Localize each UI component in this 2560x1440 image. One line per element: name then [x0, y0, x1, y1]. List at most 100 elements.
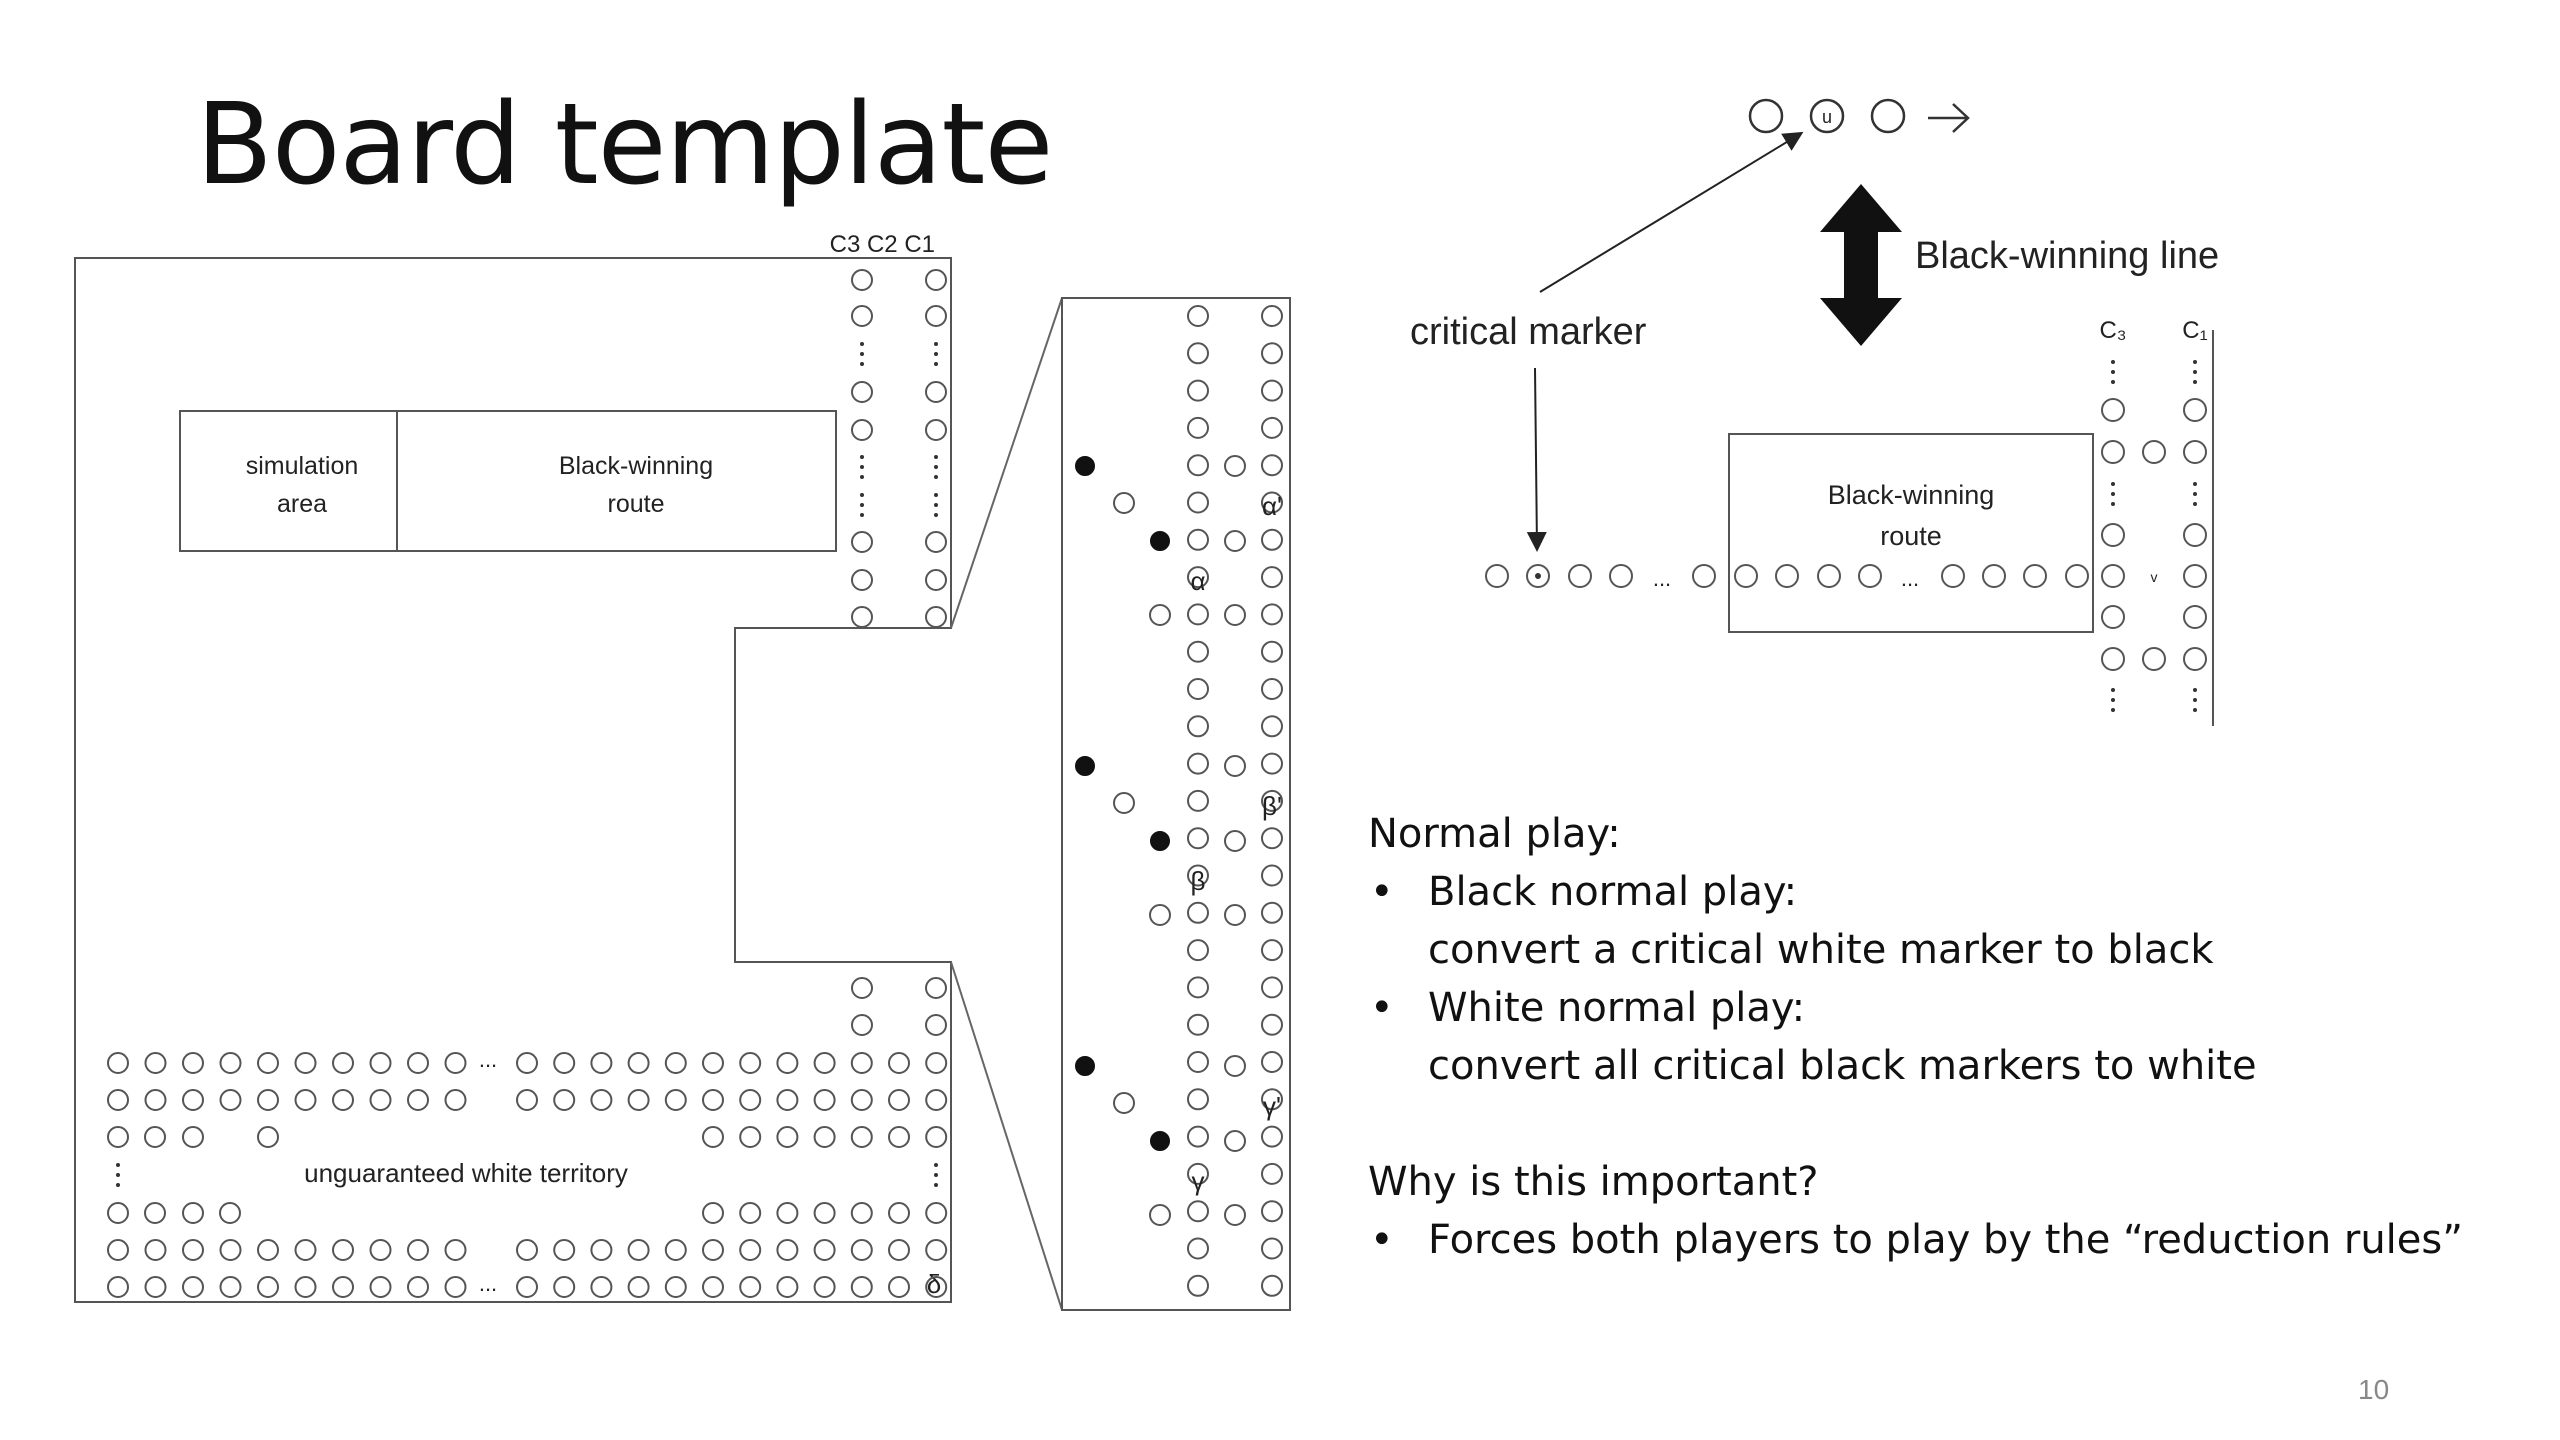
white-marker: [2183, 440, 2207, 464]
white-marker: [107, 1276, 129, 1298]
white-marker: [1187, 1013, 1209, 1036]
white-marker: [1187, 1162, 1209, 1185]
white-marker: [1224, 904, 1246, 926]
white-marker: [590, 1239, 613, 1261]
white-marker: [739, 1052, 762, 1074]
white-marker: [813, 1126, 836, 1148]
label-alpha: α: [1190, 566, 1205, 596]
vdots-mark: [860, 503, 864, 507]
white-marker: [2183, 605, 2207, 629]
vdots-mark: [116, 1163, 120, 1167]
why-item: Forces both players to play by the “redu…: [1368, 1211, 2463, 1269]
white-marker: [888, 1276, 910, 1298]
white-marker: [1261, 342, 1283, 365]
white-marker: [850, 1239, 873, 1261]
territory-label: unguaranteed white territory: [304, 1158, 628, 1188]
white-marker: [925, 1014, 947, 1036]
white-marker: [627, 1239, 650, 1261]
white-marker: [664, 1089, 687, 1111]
white-marker: [1187, 976, 1209, 999]
vdots-mark: [860, 475, 864, 479]
white-marker: [182, 1126, 204, 1148]
zoom-connectors: [950, 297, 1063, 1311]
white-marker: [1261, 1237, 1283, 1260]
white-marker: [294, 1276, 317, 1298]
white-marker: [925, 1089, 948, 1111]
white-marker: [1261, 715, 1283, 738]
vdots-mark: [934, 493, 938, 497]
white-marker: [516, 1052, 538, 1074]
white-marker: [888, 1089, 910, 1111]
white-play-detail: convert all critical black markers to wh…: [1428, 1043, 2257, 1089]
zoom-labels: α' α β' β γ' γ: [1190, 491, 1282, 1196]
white-marker: [776, 1202, 799, 1224]
label-alpha-prime: α': [1262, 491, 1282, 521]
board-outline: [74, 257, 952, 1303]
line-ellipsis-1: ...: [1653, 566, 1671, 591]
white-marker: [1261, 305, 1283, 327]
vdots-mark: [934, 475, 938, 479]
vdots-mark: [934, 352, 938, 356]
white-marker: [1224, 1204, 1246, 1226]
white-marker: [444, 1052, 467, 1074]
white-marker: [1261, 640, 1283, 663]
white-marker: [219, 1089, 242, 1111]
white-marker: [1187, 939, 1209, 962]
white-marker: [407, 1239, 429, 1261]
white-marker: [1224, 1055, 1246, 1077]
top-marker-row: [1748, 98, 1970, 134]
white-marker: [144, 1239, 167, 1261]
vdots-mark: [860, 493, 864, 497]
white-marker: [1261, 603, 1283, 626]
white-marker: [1187, 715, 1209, 738]
white-marker: [332, 1276, 354, 1298]
marker-v-label: v: [2151, 569, 2158, 585]
white-marker: [1261, 976, 1283, 999]
white-marker: [444, 1089, 467, 1111]
white-marker: [2142, 647, 2166, 671]
white-marker: [182, 1239, 204, 1261]
white-marker: [257, 1126, 279, 1148]
white-marker: [590, 1089, 613, 1111]
black-play-item: Black normal play:: [1368, 863, 2463, 921]
white-marker: [851, 419, 873, 441]
white-marker: [107, 1089, 129, 1111]
black-marker: [1150, 1131, 1170, 1151]
white-marker: [702, 1052, 724, 1074]
white-marker: [1187, 566, 1209, 589]
white-marker: [851, 269, 873, 291]
white-marker: [1187, 1051, 1209, 1073]
white-marker: [257, 1239, 279, 1261]
critical-marker-label: critical marker: [1410, 311, 1647, 353]
vdots-mark: [2193, 502, 2197, 506]
white-marker: [925, 1239, 948, 1261]
white-marker: [1261, 864, 1283, 887]
white-marker: [1187, 678, 1209, 700]
explanation-text: Normal play: Black normal play: convert …: [1368, 805, 2463, 1269]
white-marker: [664, 1276, 687, 1298]
white-marker: [182, 1202, 204, 1224]
white-marker: [1261, 566, 1283, 589]
white-marker: [182, 1276, 204, 1298]
white-marker: [553, 1276, 576, 1298]
double-arrow-icon: [1820, 184, 1902, 346]
white-marker: [1568, 564, 1592, 588]
white-marker: [888, 1202, 910, 1224]
white-marker: [1982, 564, 2006, 588]
white-marker: [664, 1052, 687, 1074]
row-ellipsis-bottom: ...: [479, 1271, 497, 1296]
c3-label: C₃: [2099, 317, 2126, 344]
vdots-mark: [2111, 380, 2115, 384]
c1-label: C₁: [2182, 317, 2207, 344]
white-marker: [850, 1126, 873, 1148]
white-marker: [813, 1052, 836, 1074]
vdots-mark: [2193, 492, 2197, 496]
white-marker: [107, 1126, 129, 1148]
white-marker: [888, 1052, 910, 1074]
white-marker: [1261, 491, 1283, 514]
white-marker: [739, 1276, 762, 1298]
white-marker: [294, 1089, 317, 1111]
white-marker: [2101, 398, 2125, 422]
white-marker: [1261, 752, 1283, 775]
marker-u-label: u: [1822, 107, 1832, 127]
